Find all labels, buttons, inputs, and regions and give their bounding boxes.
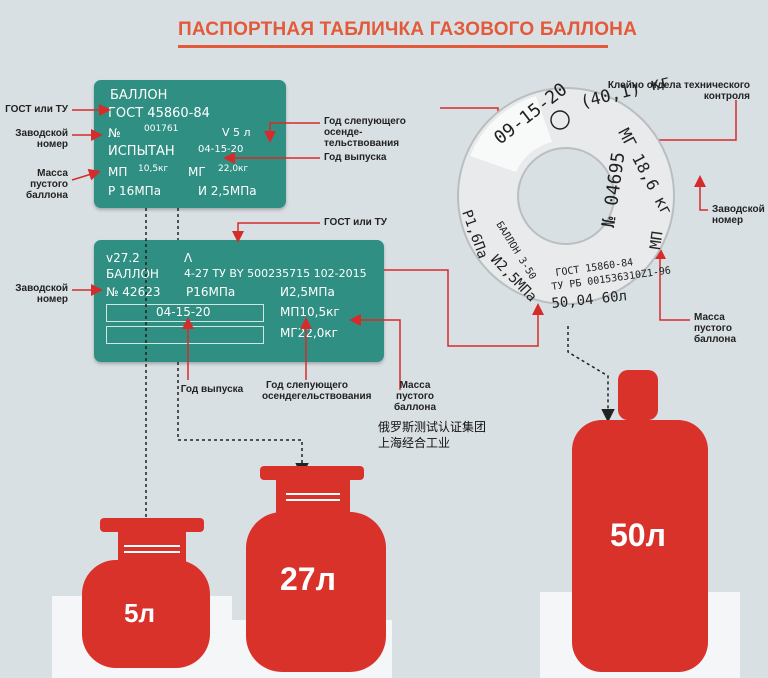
page-title: ПАСПОРТНАЯ ТАБЛИЧКА ГАЗОВОГО БАЛЛОНА: [178, 19, 638, 40]
label-next-exam-2-text: Год слепующего осендегельствования: [262, 380, 372, 402]
plate2-pressure-test: И2,5МПа: [280, 285, 335, 299]
pointer-ring-gost: [384, 269, 544, 347]
label-factory-number-2-text: Заводской номер: [15, 283, 68, 305]
pointer-next-exam-1: [264, 122, 320, 143]
label-gost-mid: ГОСТ или ТУ: [324, 217, 387, 228]
label-factory-number-1: Заводской номер: [4, 128, 68, 150]
plate1-pointers: [71, 100, 737, 390]
ring-mp: МП: [646, 230, 666, 250]
label-empty-mass-3-text: Масса пустого баллона: [694, 312, 737, 345]
label-empty-mass-1: Масса пустого баллона: [4, 168, 68, 201]
label-production-year-1: Год выпуска: [324, 152, 387, 163]
pointer-gost-mid: [232, 222, 320, 243]
cylinder-small-label: 5л: [124, 598, 155, 628]
cylinder-small-collar: [100, 518, 204, 532]
plate1-mg-value: 22,0кг: [218, 164, 249, 174]
cylinder-large-label: 50л: [610, 517, 666, 553]
plate1-tested: ИСПЫТАН: [108, 144, 175, 159]
label-factory-number-1-text: Заводской номер: [15, 128, 68, 150]
label-next-exam-1-text: Год слепующего осенде­тельствования: [324, 116, 406, 149]
pointer-factory-3: [694, 175, 708, 211]
cylinder-small: [82, 518, 210, 668]
connector-ring-large: [567, 326, 615, 423]
label-gost-left: ГОСТ или ТУ: [5, 104, 68, 115]
passport-plate-small: БАЛЛОН ГОСТ 45860-84 № 001761 V 5 л ИСПЫ…: [94, 80, 286, 208]
label-factory-number-3-text: Заводской номер: [712, 204, 765, 226]
cylinder-medium: [246, 466, 386, 672]
plate1-pressure-test: И 2,5МПа: [198, 184, 257, 198]
plate1-number: 001761: [144, 124, 179, 134]
plate1-mp-label: МП: [108, 165, 128, 179]
pointer-mass-1: [71, 168, 101, 181]
passport-plate-medium: v27.2 Λ БАЛЛОН 4-27 ТУ ВY 500235715 102-…: [94, 240, 384, 362]
label-factory-number-3: Заводской номер: [712, 204, 766, 226]
ring-stamp-circle: [550, 110, 570, 130]
ring-volume: 50,04 60л: [551, 288, 628, 312]
cylinder-large: [572, 370, 708, 672]
cylinder-medium-label: 27л: [280, 561, 336, 597]
label-empty-mass-3: Масса пустого баллона: [694, 312, 764, 345]
cylinder-small-lines: [124, 545, 180, 553]
label-factory-number-2: Заводской номер: [4, 283, 68, 305]
plate1-mp-value: 10,5кг: [138, 164, 169, 174]
cylinder-large-valve: [618, 370, 658, 420]
plate1-gost: ГОСТ 45860-84: [108, 106, 210, 121]
plate2-mp: МП10,5кг: [280, 305, 340, 319]
watermark-line2: 上海经合工业: [378, 436, 451, 450]
plate1-tested-date: 04-15-20: [198, 144, 244, 155]
plate2-mg: МГ22,0кг: [280, 326, 338, 340]
label-empty-mass-2: Масса пустого баллона: [384, 380, 446, 413]
pointer-mass-2: [349, 314, 401, 390]
collar-ring: [457, 87, 675, 305]
pointer-mass-3: [654, 247, 690, 321]
plate2-code: v27.2: [106, 251, 140, 265]
label-empty-mass-2-text: Масса пустого баллона: [393, 380, 437, 413]
plate2-number: № 42623: [106, 285, 161, 299]
cylinder-medium-body: [246, 512, 386, 672]
ring-inner: [517, 147, 615, 245]
label-stamp: Клейно отдела технического контроля: [600, 80, 750, 102]
plate1-mg-label: МГ: [188, 165, 206, 179]
dashed-connectors: [139, 208, 615, 533]
label-stamp-text: Клейно отдела технического контроля: [607, 80, 750, 102]
plate2-mark: Λ: [184, 251, 193, 265]
label-next-exam-1: Год слепующего осенде­тельствования: [324, 116, 434, 149]
cylinder-large-body: [572, 420, 708, 672]
plate1-pressure-work: Р 16МПа: [108, 184, 162, 198]
watermark-line1: 俄罗斯测试认证集团: [378, 420, 487, 434]
ring-highlight: [470, 96, 552, 172]
label-next-exam-2: Год слепующего осендегельствования: [262, 380, 371, 402]
connector-plate2-medium: [177, 362, 309, 477]
plate2-date: 04-15-20: [156, 305, 211, 319]
plate2-tu: 4-27 ТУ ВY 500235715 102-2015: [184, 267, 367, 280]
cylinder-small-body: [82, 560, 210, 668]
plate2-pressure-work: Р16МПа: [186, 285, 236, 299]
plate1-number-prefix: №: [108, 126, 121, 140]
plate1-line1: БАЛЛОН: [110, 88, 168, 103]
title-underline: [178, 45, 608, 48]
cylinder-medium-lines: [286, 493, 340, 501]
label-empty-mass-1-text: Масса пустого баллона: [25, 168, 68, 201]
label-production-year-2: Год выпуска: [180, 384, 244, 395]
plate1-volume: V 5 л: [222, 126, 251, 139]
